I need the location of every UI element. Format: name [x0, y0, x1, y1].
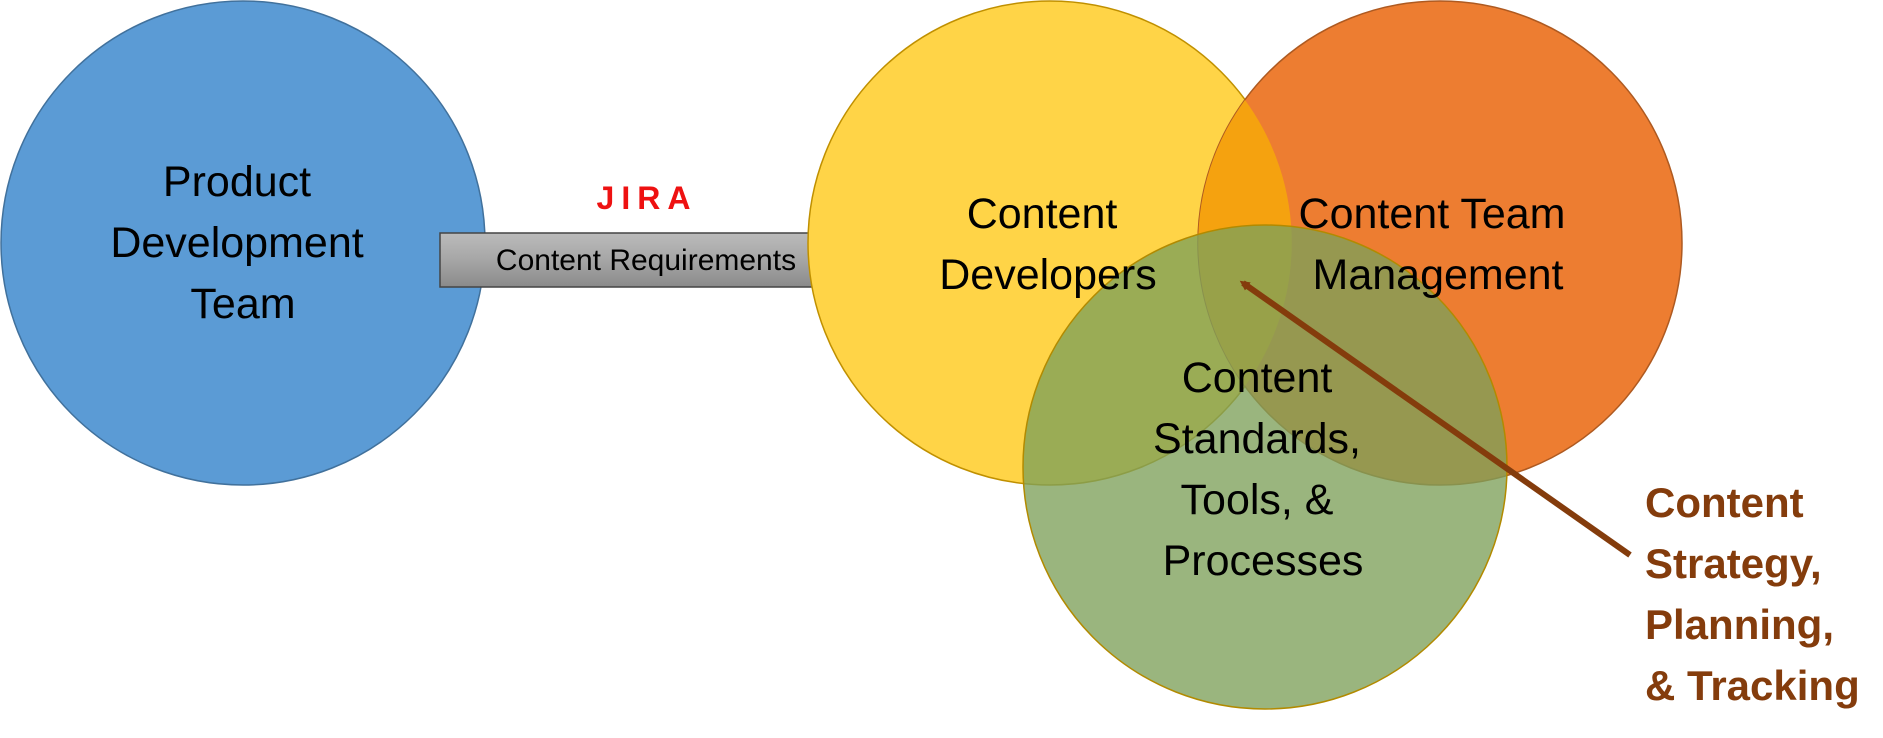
callout-pointer-arrow: [1239, 280, 1632, 558]
product-team-line-3: Team: [190, 280, 295, 328]
content-standards-line-2: Standards,: [1153, 415, 1361, 463]
callout-line-2: Strategy,: [1645, 540, 1822, 587]
product-team-line-1: Product: [163, 158, 311, 206]
content-standards-line-4: Processes: [1163, 537, 1364, 585]
callout-line-1: Content: [1645, 479, 1804, 526]
product-team-label: Product Development Team: [110, 158, 375, 328]
jira-label: JIRA: [597, 180, 698, 216]
product-team-line-2: Development: [110, 219, 363, 267]
content-standards-line-3: Tools, &: [1181, 476, 1334, 524]
content-developers-line-1: Content: [967, 190, 1118, 238]
content-management-label: Content Team Management: [1299, 190, 1578, 299]
content-developers-line-2: Developers: [939, 251, 1157, 299]
content-developers-label: Content Developers: [939, 190, 1157, 299]
callout-line-3: Planning,: [1645, 601, 1834, 648]
callout-label: Content Strategy, Planning, & Tracking: [1645, 479, 1860, 709]
content-standards-label: Content Standards, Tools, & Processes: [1153, 354, 1373, 585]
content-standards-line-1: Content: [1182, 354, 1333, 402]
content-management-line-2: Management: [1313, 251, 1564, 299]
content-requirements-label: Content Requirements: [496, 244, 796, 277]
callout-line-4: & Tracking: [1645, 662, 1860, 709]
content-management-line-1: Content Team: [1299, 190, 1566, 238]
